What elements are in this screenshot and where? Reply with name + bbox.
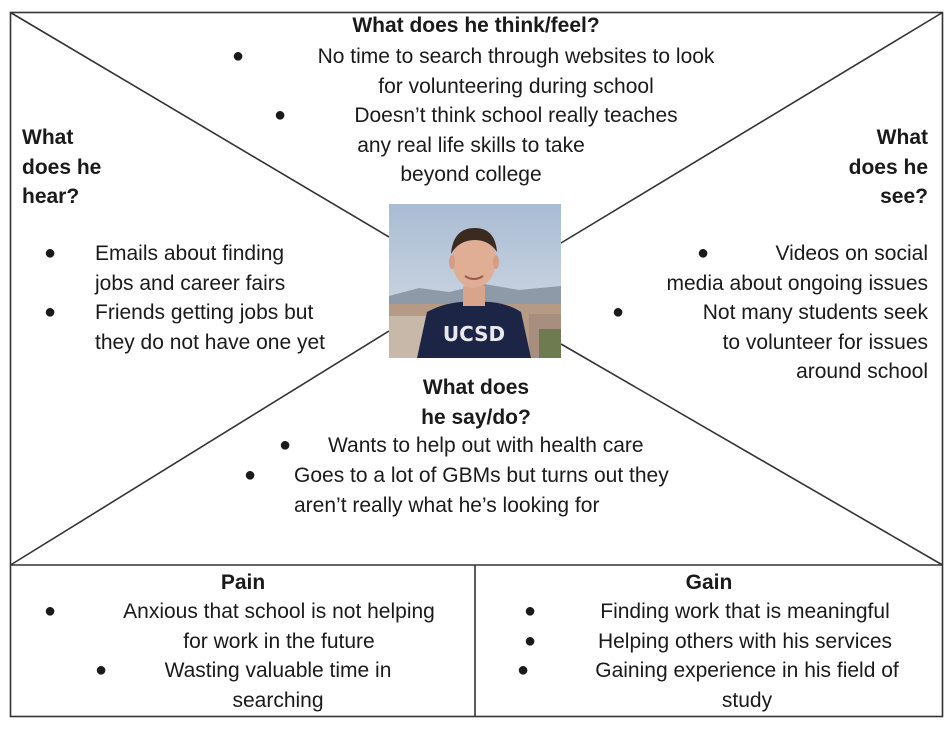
- bullet-icon: ●: [697, 242, 710, 264]
- see-item-2: Not many students seek to volunteer for …: [702, 301, 928, 383]
- hear-item-2: Friends getting jobs but they do not hav…: [95, 301, 326, 354]
- pain-item-1: Anxious that school is not helping for w…: [123, 600, 435, 653]
- outer-border: [9, 11, 944, 718]
- gain-item-1: Finding work that is meaningful: [600, 600, 890, 623]
- shirt-text: UCSD: [443, 322, 505, 346]
- bullet-icon: ●: [517, 659, 530, 681]
- bullet-icon: ●: [44, 301, 57, 323]
- hear-title: What does he hear?: [22, 126, 102, 208]
- see-item-1: Videos on social media about ongoing iss…: [666, 242, 928, 295]
- bullet-icon: ●: [279, 434, 292, 456]
- gain-item-3: Gaining experience in his field of study: [595, 659, 899, 712]
- say-do-title: What does he say/do?: [421, 376, 531, 429]
- bullet-icon: ●: [612, 301, 625, 323]
- bullet-icon: ●: [524, 630, 537, 652]
- diagonal-bottom-right: [560, 343, 943, 566]
- diagonal-bottom-left: [10, 330, 390, 566]
- diagonal-top-right: [560, 11, 943, 244]
- pain-title: Pain: [220, 571, 266, 594]
- gain-item-2: Helping others with his services: [597, 630, 893, 653]
- say-do-item-2: Goes to a lot of GBMs but turns out they…: [294, 464, 669, 517]
- bullet-icon: ●: [244, 464, 257, 486]
- diagonal-top-left: [10, 11, 390, 238]
- say-do-item-1: Wants to help out with health care: [328, 434, 644, 457]
- gain-title: Gain: [685, 571, 733, 594]
- pain-item-2: Wasting valuable time in searching: [164, 659, 392, 712]
- think-feel-item-1: No time to search through websites to lo…: [317, 45, 715, 98]
- bullet-icon: ●: [274, 104, 287, 126]
- hear-item-1: Emails about finding jobs and career fai…: [95, 242, 286, 295]
- persona-photo: UCSD: [389, 204, 561, 358]
- bullet-icon: ●: [44, 242, 57, 264]
- bullet-icon: ●: [232, 45, 245, 67]
- think-feel-title: What does he think/feel?: [352, 14, 600, 37]
- bullet-icon: ●: [44, 600, 57, 622]
- see-title: What does he see?: [848, 126, 928, 208]
- bullet-icon: ●: [524, 600, 537, 622]
- bullet-icon: ●: [95, 659, 108, 681]
- think-feel-item-2: Doesn’t think school really teaches any …: [354, 104, 678, 186]
